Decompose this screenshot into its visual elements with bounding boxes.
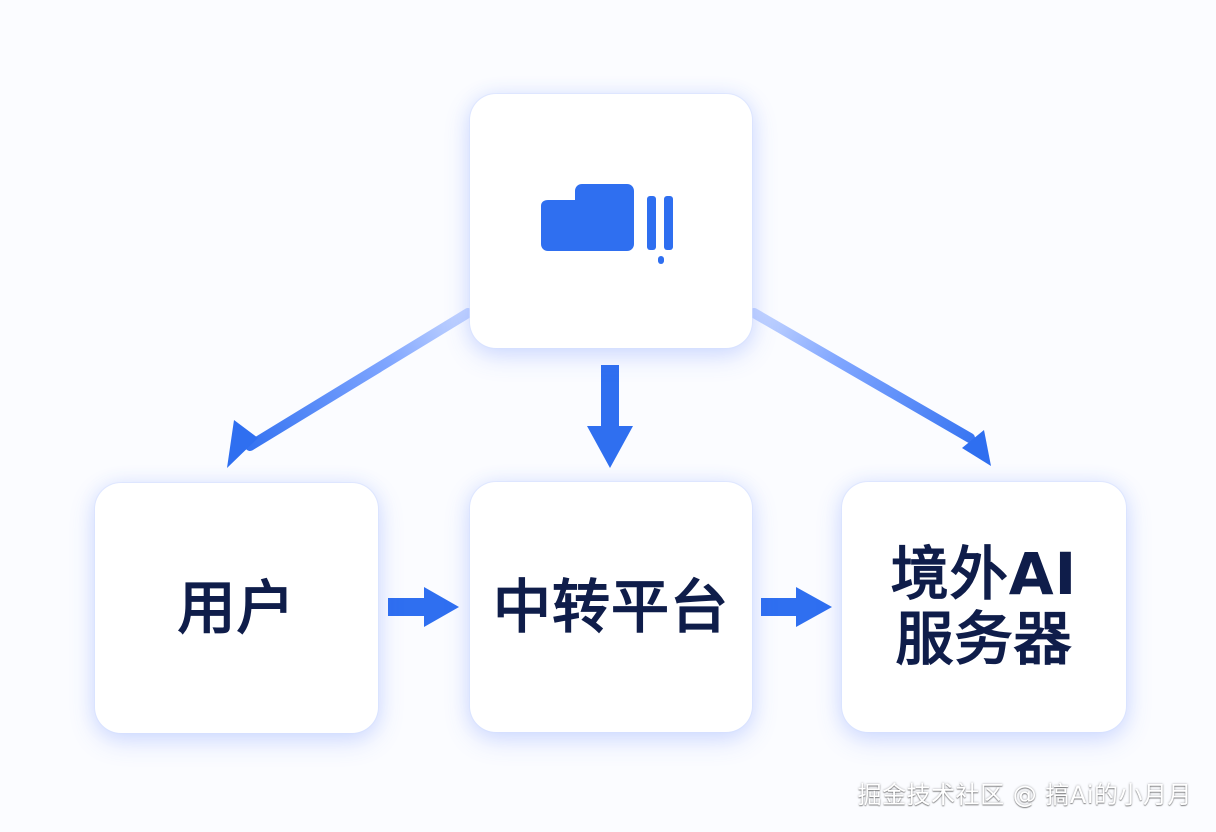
relay-platform-label: 中转平台 (492, 572, 729, 641)
arrow-top-to-user (245, 308, 473, 451)
overseas-ai-server-card: 境外AI 服务器 (842, 482, 1126, 732)
arrow-relay-to-server-head (796, 587, 832, 627)
arrow-top-to-relay-head (587, 426, 633, 468)
user-card: 用户 (95, 483, 378, 733)
ai-platform-icon (541, 184, 673, 264)
overseas-ai-server-label: 境外AI 服务器 (890, 540, 1078, 673)
user-label: 用户 (177, 573, 296, 642)
watermark: 掘金技术社区 @ 搞Ai的小月月 (857, 781, 1192, 809)
arrow-top-to-server (749, 308, 975, 443)
arrow-top-to-server-head (962, 430, 991, 466)
arrow-user-to-relay-head (424, 587, 459, 627)
relay-platform-card: 中转平台 (470, 482, 752, 732)
arrow-top-to-user-head (227, 420, 258, 468)
